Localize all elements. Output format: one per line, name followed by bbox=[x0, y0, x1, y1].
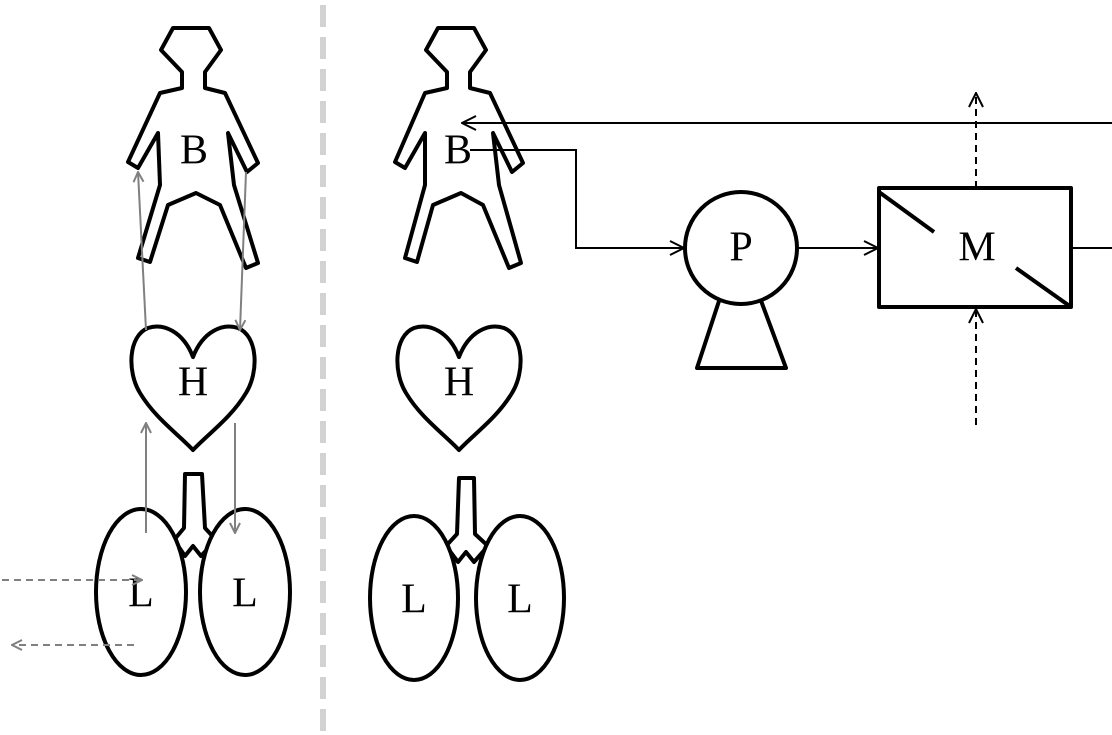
right-body-figure: B bbox=[393, 26, 525, 270]
left-body-to-heart-arrow bbox=[240, 171, 247, 330]
right-lung-left-label: L bbox=[401, 577, 427, 623]
left-lung-right: L bbox=[198, 507, 292, 677]
left-heart-to-body-arrow bbox=[138, 172, 147, 331]
left-panel: B H L L bbox=[2, 26, 292, 677]
right-lung-right: L bbox=[474, 514, 566, 682]
pump: P bbox=[683, 190, 799, 370]
left-body-figure: B bbox=[126, 26, 260, 270]
left-trachea bbox=[172, 472, 218, 558]
left-lung-left-label: L bbox=[128, 571, 154, 617]
left-lung-left: L bbox=[94, 507, 188, 677]
right-panel: B H L L P M bbox=[368, 26, 1112, 682]
right-heart-label: H bbox=[444, 360, 474, 406]
left-body-label: B bbox=[180, 128, 208, 174]
right-trachea bbox=[444, 476, 490, 564]
return-line-membrane-to-body bbox=[462, 123, 1112, 249]
left-lung-right-label: L bbox=[232, 571, 258, 617]
right-lung-right-label: L bbox=[507, 577, 533, 623]
right-heart: H bbox=[395, 324, 523, 452]
left-heart: H bbox=[129, 324, 257, 452]
right-body-label: B bbox=[444, 128, 472, 174]
left-heart-label: H bbox=[178, 360, 208, 406]
membrane-oxygenator: M bbox=[877, 186, 1073, 309]
pump-label: P bbox=[729, 225, 752, 271]
drain-line-body-to-pump bbox=[470, 149, 684, 248]
right-lung-left: L bbox=[368, 514, 460, 682]
membrane-label: M bbox=[958, 225, 995, 271]
